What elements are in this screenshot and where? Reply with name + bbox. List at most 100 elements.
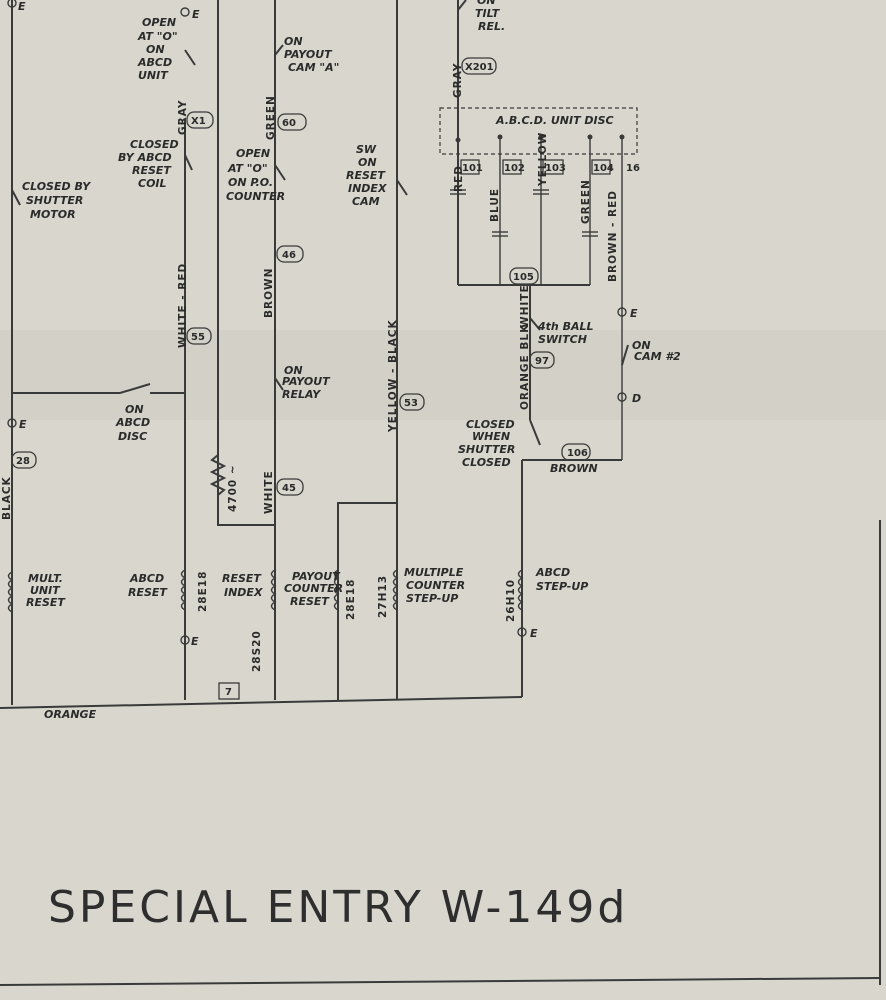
terminal-28: 28	[16, 456, 30, 467]
label-sw-reset-index: ON	[358, 156, 377, 169]
label-abcd-stepup: STEP-UP	[536, 580, 588, 593]
label-ground-e: E	[18, 0, 26, 13]
switch-closed-by-abcd	[184, 154, 193, 171]
label-4th-ball-switch: 4th BALL	[537, 320, 594, 333]
switch-4th-ball	[529, 317, 541, 331]
label-coil-28e18: 28E18	[197, 571, 209, 612]
label-open-po-counter: ON P.O.	[228, 176, 273, 189]
label-abcd-reset: RESET	[128, 586, 168, 599]
switch-shutter-motor	[11, 189, 21, 206]
label-wire-blue: BLUE	[489, 188, 501, 222]
label-on-payout-relay: RELAY	[282, 388, 321, 401]
abcd-unit-disc-box	[439, 107, 638, 155]
ground-rings	[7, 0, 627, 645]
label-open-po-counter: COUNTER	[226, 190, 285, 203]
terminal-x201: X201	[465, 62, 494, 73]
label-ground-d: D	[632, 392, 641, 405]
terminal-105: 105	[513, 272, 534, 283]
diagram-title: SPECIAL ENTRY W-149d	[48, 882, 628, 933]
label-multiple-counter-stepup: COUNTER	[406, 579, 465, 592]
label-payout-counter-reset: RESET	[290, 595, 330, 608]
label-on-abcd-disc: DISC	[118, 430, 147, 443]
label-on-tilt-rel: REL.	[478, 20, 505, 33]
label-wire-orange: ORANGE	[44, 708, 97, 721]
coil-abcd-stepup	[517, 569, 524, 611]
switch-reset-index-cam	[396, 179, 408, 196]
label-closed-when-shutter: SHUTTER	[458, 443, 515, 456]
label-closed-by-abcd: RESET	[132, 164, 172, 177]
label-wire-brown: BROWN	[263, 268, 275, 318]
paper-fold-shadow	[0, 330, 886, 420]
label-closed-when-shutter: CLOSED	[462, 456, 511, 469]
label-sw-reset-index: CAM	[352, 195, 380, 208]
terminal-46: 46	[282, 250, 296, 261]
coil-mult-unit-reset	[7, 571, 14, 613]
terminal-x1: X1	[191, 116, 206, 127]
label-wire-brown-2: BROWN	[550, 462, 598, 475]
label-wire-brown-red: BROWN - RED	[607, 190, 619, 282]
label-open-at-o-abcd: AT "O"	[137, 30, 178, 43]
label-abcd-stepup: ABCD	[535, 566, 570, 579]
label-open-at-o-abcd: UNIT	[138, 69, 169, 82]
label-payout-counter-reset: COUNTER	[284, 582, 343, 595]
switch-payout-cam-a	[274, 44, 284, 56]
terminal-53: 53	[404, 398, 418, 409]
terminal-101: 101	[462, 163, 483, 174]
label-wire-gray: GRAY	[177, 100, 189, 135]
label-wire-green: GREEN	[265, 95, 277, 140]
label-on-payout-cam: PAYOUT	[284, 48, 333, 61]
label-mult-unit-reset: UNIT	[30, 584, 61, 597]
label-resistor-4700: 4700 ~	[227, 464, 239, 512]
label-4th-ball-switch: SWITCH	[538, 333, 587, 346]
label-payout-counter-reset: PAYOUT	[292, 570, 341, 583]
terminal-boxes	[11, 57, 611, 700]
terminal-55: 55	[191, 332, 205, 343]
coil-abcd-reset	[180, 569, 187, 611]
label-wire-yellow: YELLOW	[537, 132, 549, 187]
label-on-tilt-rel: TILT	[475, 7, 501, 20]
terminal-103: 103	[545, 163, 566, 174]
label-closed-by-abcd: CLOSED	[130, 138, 179, 151]
label-abcd-unit-disc: A.B.C.D. UNIT DISC	[495, 114, 614, 127]
component-labels: OPEN AT "O" ON ABCD UNIT ON PAYOUT CAM "…	[22, 0, 681, 609]
label-sw-reset-index: RESET	[346, 169, 386, 182]
label-sw-reset-index: SW	[356, 143, 377, 156]
label-coil-28e18-2: 28E18	[345, 579, 357, 620]
label-wire-gray: GRAY	[452, 63, 464, 98]
label-abcd-reset: ABCD	[129, 572, 164, 585]
label-open-at-o-abcd: ABCD	[137, 56, 172, 69]
label-reset-index: RESET	[222, 572, 262, 585]
switch-shutter-closed	[529, 419, 541, 446]
terminal-104: 104	[593, 163, 614, 174]
label-closed-by-shutter-motor: CLOSED BY	[22, 180, 91, 193]
label-wire-orange-blk: ORANGE BLK	[519, 324, 531, 410]
label-closed-when-shutter: CLOSED	[466, 418, 515, 431]
label-wire-white: WHITE	[263, 470, 275, 514]
label-wire-red: RED	[453, 165, 465, 192]
switch-tilt-relay	[457, 0, 467, 11]
switch-open-po-counter	[274, 164, 286, 181]
ground-letter-labels: E E E E E E D	[18, 0, 641, 648]
label-on-payout-relay: PAYOUT	[282, 375, 331, 388]
label-on-cam2: ON	[632, 339, 651, 352]
label-multiple-counter-stepup: MULTIPLE	[404, 566, 464, 579]
label-closed-by-shutter-motor: MOTOR	[30, 208, 76, 221]
coil-multiple-counter	[392, 569, 399, 611]
terminal-106: 106	[567, 448, 588, 459]
coil-payout-counter	[333, 569, 340, 611]
label-closed-by-abcd: COIL	[138, 177, 167, 190]
label-on-cam2: CAM #2	[634, 350, 681, 363]
wire-payout-counter	[337, 502, 397, 700]
label-ground-e: E	[19, 418, 27, 431]
capacitor-marks	[450, 189, 598, 237]
label-on-abcd-disc: ABCD	[115, 416, 150, 429]
label-coil-27h13: 27H13	[377, 575, 389, 618]
label-open-at-o-abcd: OPEN	[142, 16, 176, 29]
label-wire-black: BLACK	[1, 476, 13, 520]
label-multiple-counter-stepup: STEP-UP	[406, 592, 458, 605]
terminal-7: 7	[225, 687, 232, 698]
label-on-payout-cam: CAM "A"	[288, 61, 339, 74]
label-wire-white-red: WHITE - RED	[177, 263, 189, 348]
terminal-60: 60	[282, 118, 296, 129]
